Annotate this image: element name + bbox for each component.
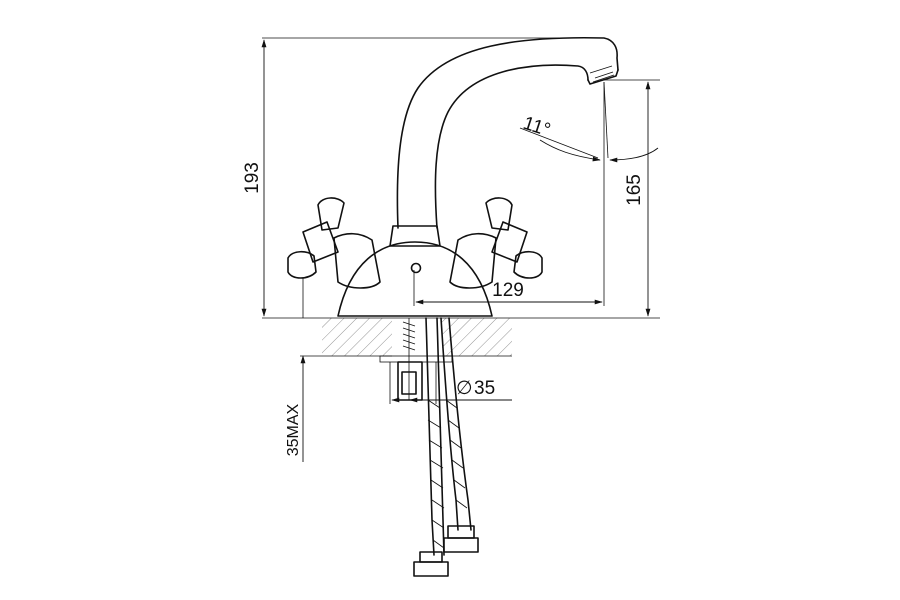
spout-height-dimension: 165 [604, 79, 660, 317]
max-thickness-label: 35MAX [285, 403, 302, 456]
hole-diameter-dimension: ∅ 35 [389, 362, 512, 404]
spout-reach-dimension: 129 [413, 82, 605, 306]
faucet-body [337, 36, 619, 317]
overall-height-label: 193 [242, 162, 263, 194]
hole-diameter-label: 35 [474, 378, 495, 399]
right-handle [449, 197, 543, 289]
max-thickness-dimension: 35MAX [285, 355, 322, 462]
mounting-assembly [379, 318, 453, 401]
diameter-symbol: ∅ [456, 378, 473, 399]
spout-height-label: 165 [624, 174, 645, 206]
countertop-section [262, 317, 660, 357]
spout-angle-label: 11° [520, 113, 552, 141]
supply-hoses [413, 317, 479, 577]
spout-reach-label: 129 [492, 280, 524, 301]
spout-angle-dimension: 11° [519, 81, 659, 163]
overall-height-dimension: 193 [242, 37, 604, 317]
left-handle [287, 197, 381, 318]
